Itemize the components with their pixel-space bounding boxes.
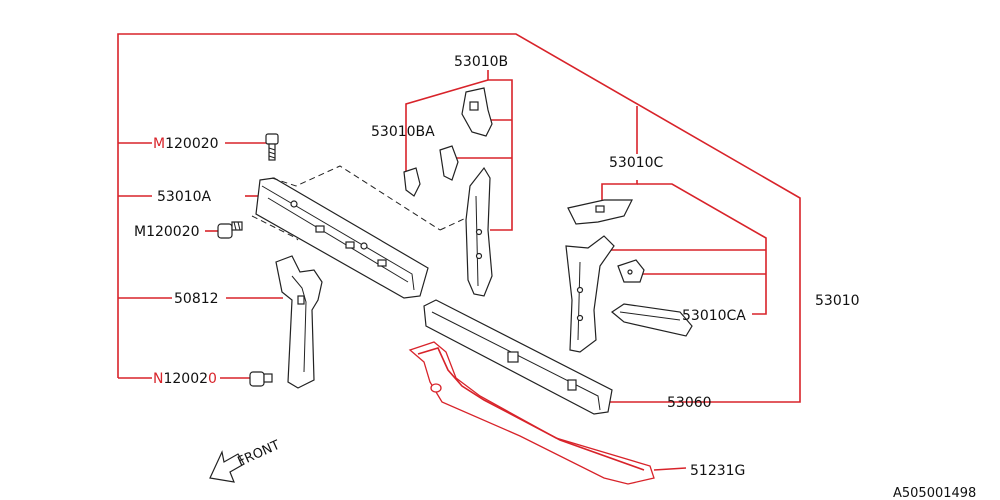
- bracket-53010b: [461, 87, 493, 137]
- label-front: FRONT: [236, 438, 283, 470]
- label-51231g: 51231G: [690, 463, 745, 479]
- bolt-n120020-icon: [249, 371, 273, 387]
- label-m120020-top: M120020: [153, 136, 219, 152]
- pillar-53010c-vertical: [565, 235, 615, 353]
- label-m120020-mid: M120020: [134, 224, 200, 240]
- panel-53010a-beam: [255, 177, 429, 299]
- label-n120020-mid: 12002: [163, 371, 208, 387]
- pillar-53010b-vertical: [465, 166, 493, 297]
- bracket-53010ca: [610, 303, 693, 337]
- bracket-53010ba: [403, 145, 459, 197]
- front-arrow-icon: [209, 450, 245, 483]
- label-53010ca: 53010CA: [682, 308, 746, 324]
- label-m120020-top-prefix: M: [153, 136, 165, 152]
- label-53010: 53010: [815, 293, 860, 309]
- bracket-small-53010c: [617, 259, 645, 283]
- label-m120020-top-rest: 120020: [165, 136, 218, 152]
- label-53010a: 53010A: [157, 189, 212, 205]
- label-n120020-prefix: N: [153, 371, 163, 387]
- underside-51231g: [408, 341, 687, 485]
- label-n120020-suffix: 0: [208, 371, 217, 387]
- labels: 53010B 53010BA 53010C 53010CA 53010 5306…: [134, 54, 976, 500]
- dashed-guide-lines: [251, 165, 467, 241]
- label-n120020: N120020: [153, 371, 217, 387]
- beam-53060: [423, 299, 613, 415]
- label-53010c: 53010C: [609, 155, 664, 171]
- label-53010ba: 53010BA: [371, 124, 435, 140]
- label-53060: 53060: [667, 395, 712, 411]
- label-50812: 50812: [174, 291, 219, 307]
- bracket-50812: [275, 255, 323, 389]
- left-bracket-line: [117, 33, 801, 403]
- leader-lines: [117, 33, 801, 403]
- bracket-53010c: [567, 199, 633, 225]
- diagram-code: A505001498: [893, 486, 976, 500]
- part-drawings: [209, 87, 693, 485]
- label-53010b: 53010B: [454, 54, 508, 70]
- bolt-m120020-mid-icon: [217, 221, 243, 239]
- bolt-m120020-top-icon: [265, 133, 279, 161]
